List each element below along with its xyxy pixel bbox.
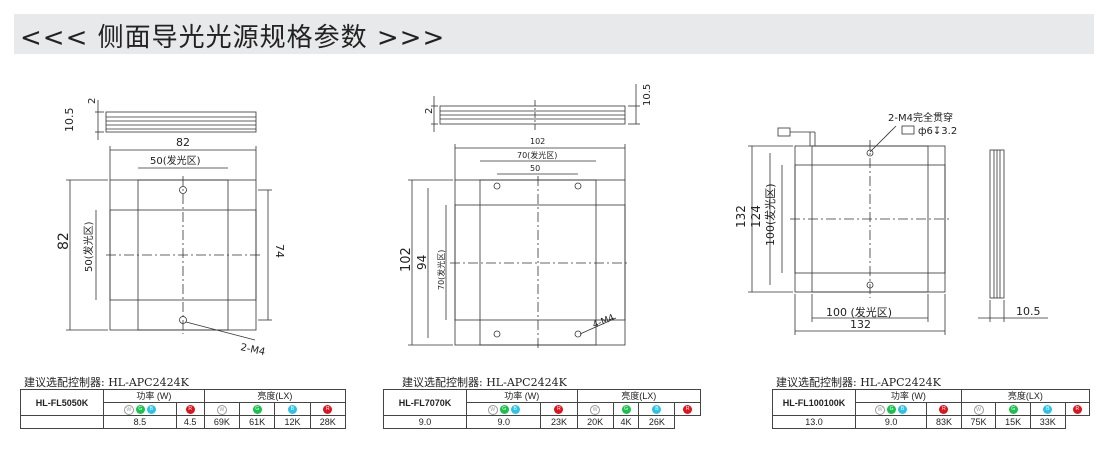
lux-value: 83K [926,415,962,429]
green-led-icon: G [135,405,145,415]
controller-note-2: 建议选配控制器: HL-APC2424K [402,376,567,389]
dim-height: 132 [734,205,748,228]
dim-inner: 94 [415,255,429,270]
side-profile [105,111,257,133]
dim-hole-depth: ф6↧3.2 [918,126,957,137]
dim-top-h2: 10.5 [642,84,653,106]
connector [777,127,791,137]
dim-side: 10.5 [1016,305,1041,318]
white-led-icon: W [590,404,601,415]
power-value: 9.0 [854,415,928,429]
header-power: 功率 (W) [855,389,962,403]
dim-width: 132 [850,318,871,331]
green-led-icon: G [499,405,509,415]
green-led-icon: G [1008,405,1018,415]
white-led-icon: W [875,404,886,415]
dim-top-h2: 10.5 [63,108,76,133]
dim-hole: 2-M4 [239,342,266,358]
lux-value: 61K [238,415,276,429]
power-value: 13.0 [772,415,856,429]
dim-window: 100 (发光区) [826,305,892,319]
page-title: <<< 侧面导光光源规格参数 >>> [20,23,446,53]
dim-window: 70(发光区) [517,150,557,160]
drawing-fl5050k: 2 10.5 82 50(发光区) 82 50(发光区) 74 2-M4 [56,98,286,359]
header-lux: 亮度(LX) [576,389,702,403]
green-led-icon: G [887,405,897,415]
red-led-icon: R [323,405,333,415]
power-value: 4.5 [175,415,205,429]
dim-top-h: 2 [87,98,98,104]
blue-led-icon: B [146,405,156,415]
dim-hole-note: 2-M4完全贯穿 [888,111,953,124]
blue-led-icon: B [652,405,662,415]
lux-value: 33K [1029,415,1066,429]
drawing-fl100100k: 2-M4完全贯穿 ф6↧3.2 132 124 100(发光区) 100 (发光… [734,111,1048,335]
model-name: HL-FL7070K [383,389,467,416]
dim-window: 50(发光区) [150,154,201,167]
header-power: 功率 (W) [103,389,205,403]
lux-value: 12K [274,415,311,429]
dim-pitch: 74 [273,244,286,258]
header-lux: 亮度(LX) [960,389,1091,403]
dim-height: 82 [56,232,72,250]
dim-window-v: 50(发光区) [82,221,95,272]
green-led-icon: G [252,405,262,415]
white-led-icon: W [487,404,498,415]
dim-window-v: 70(发光区) [436,250,446,290]
dim-pitch: 50 [530,164,540,173]
lux-value: 23K [540,415,578,429]
dim-top-h: 2 [424,108,435,114]
lux-value: 26K [638,415,676,429]
dim-hole: 4-M4 [591,313,616,331]
lux-value: 4K [612,415,640,429]
white-led-icon: W [216,404,227,415]
lux-value: 20K [576,415,614,429]
lux-value: 15K [995,415,1031,429]
blue-led-icon: B [510,405,520,415]
model-name: HL-FL5050K [20,389,104,416]
dim-width: 102 [530,137,545,146]
green-led-icon: G [621,405,631,415]
power-value: 9.0 [383,415,467,429]
power-value: 9.0 [465,415,542,429]
title-banner: <<< 侧面导光光源规格参数 >>> [14,14,1094,54]
lux-value: 69K [203,415,241,429]
red-led-icon: R [683,405,693,415]
dim-window-v: 100(发光区) [763,183,777,246]
red-led-icon: R [554,405,564,415]
blue-led-icon: B [898,405,908,415]
lux-value: 75K [960,415,997,429]
power-icons-r: R [175,402,205,416]
power-value: 8.5 [103,415,177,429]
model-name: HL-FL100100K [772,389,856,416]
controller-note-3: 建议选配控制器: HL-APC2424K [776,376,941,389]
lux-value: 28K [309,415,347,429]
blue-led-icon: B [1043,405,1053,415]
white-led-icon: W [123,404,134,415]
dim-width: 82 [176,136,190,149]
red-led-icon: R [185,405,195,415]
header-power: 功率 (W) [466,389,578,403]
dim-inner: 124 [749,205,763,228]
blue-led-icon: B [287,405,297,415]
controller-note-1: 建议选配控制器: HL-APC2424K [24,376,189,389]
red-led-icon: R [1072,405,1082,415]
white-led-icon: W [973,404,984,415]
drawing-fl7070k: 2 10.5 102 70(发光区) 50 102 94 70(发光区) 4-M… [399,84,653,350]
red-led-icon: R [939,405,949,415]
dim-height: 102 [399,247,414,272]
header-lux: 亮度(LX) [203,389,347,403]
